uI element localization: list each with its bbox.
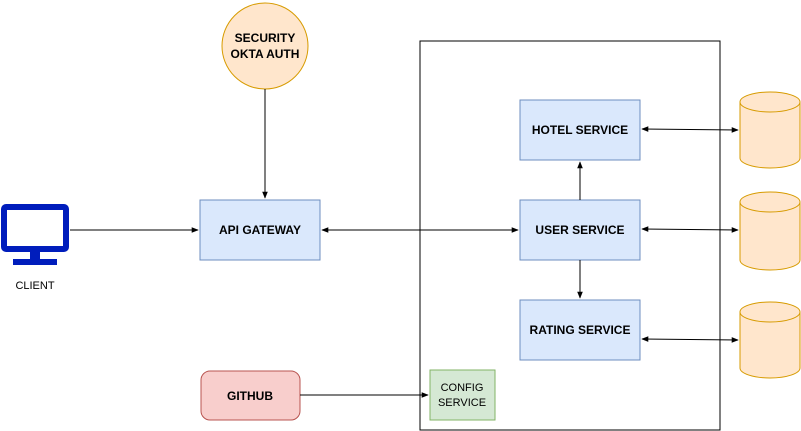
rating-db-arrow	[641, 336, 739, 343]
hotel-service-label: HOTEL SERVICE	[532, 123, 628, 137]
security-label-line1: SECURITY	[235, 31, 296, 45]
config-service-label-line2: SERVICE	[438, 397, 486, 409]
config-service-node[interactable]	[429, 369, 496, 421]
api-gateway-label: API GATEWAY	[219, 223, 301, 237]
hotel-db-arrow	[641, 126, 739, 133]
api-gateway-node[interactable]	[199, 199, 321, 261]
monitor-icon	[1, 204, 69, 265]
rating-database-cylinder[interactable]	[739, 301, 801, 379]
hotel-database-cylinder[interactable]	[739, 91, 801, 169]
security-node[interactable]	[221, 2, 309, 90]
config-service-label-line1: CONFIG	[441, 382, 484, 394]
user-database-cylinder[interactable]	[739, 191, 801, 271]
user-service-node[interactable]	[519, 199, 641, 261]
user-db-arrow	[641, 226, 739, 233]
github-label: GITHUB	[227, 389, 273, 403]
user-service-label: USER SERVICE	[535, 223, 624, 237]
services-container	[419, 40, 721, 431]
rating-service-node[interactable]	[519, 299, 641, 361]
hotel-service-node[interactable]	[519, 99, 641, 161]
security-label-line2: OKTA AUTH	[231, 47, 300, 61]
client-label: CLIENT	[15, 280, 54, 292]
rating-service-label: RATING SERVICE	[530, 323, 631, 337]
